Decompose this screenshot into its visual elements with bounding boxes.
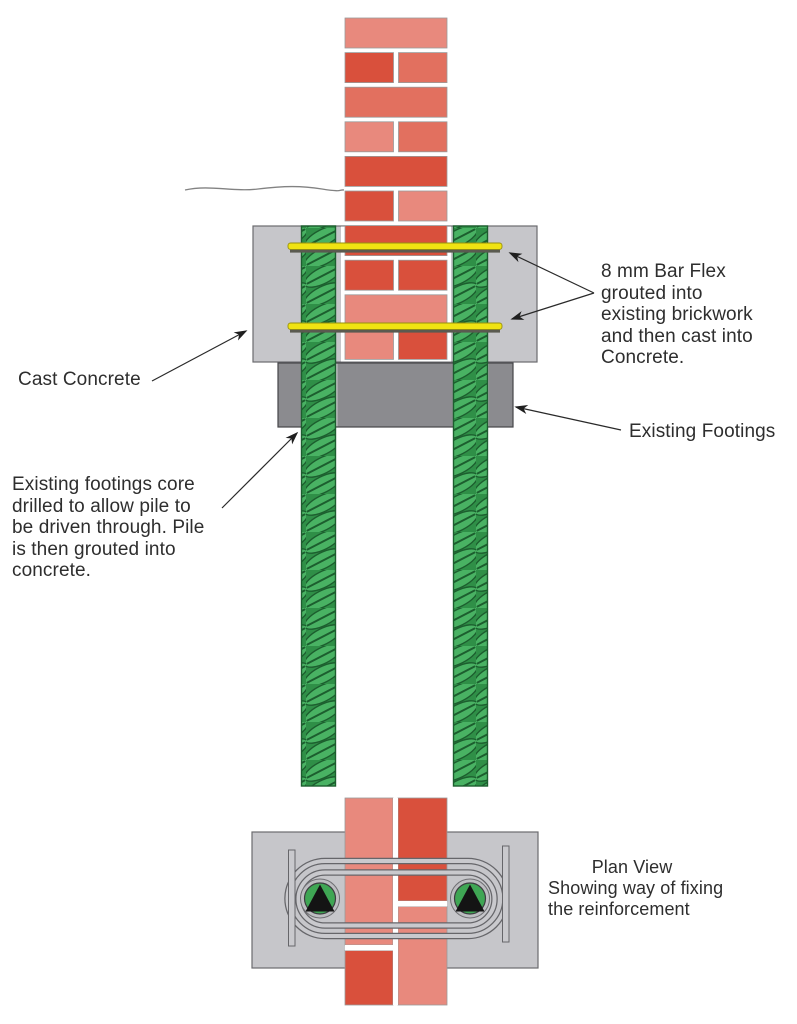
label-existing-footings: Existing Footings <box>629 421 775 443</box>
label-line: Existing footings core <box>12 474 195 495</box>
pile-marker-triangle <box>305 884 335 912</box>
label-line: the reinforcement <box>548 899 690 919</box>
label-line: is then grouted into <box>12 538 176 560</box>
label-core-drilled: Existing footings core drilled to allow … <box>12 474 204 582</box>
plan-view <box>251 797 539 1006</box>
arrow-bar-flex-top <box>508 252 595 294</box>
label-line: Plan View <box>548 857 753 878</box>
pile-marker-triangle <box>455 884 485 912</box>
pile-left <box>300 225 337 787</box>
label-line: Cast Concrete <box>18 369 141 390</box>
label-line: concrete. <box>12 560 92 581</box>
leader-arrows <box>151 252 622 509</box>
arrow-core-drilled <box>221 431 299 509</box>
arrow-bar-flex-bottom <box>510 292 595 320</box>
plan-mortar-joint-vertical <box>393 798 398 1005</box>
label-line: and then cast into <box>601 325 753 347</box>
bar-flex-top <box>287 242 503 250</box>
pile-right <box>452 225 489 787</box>
label-line: existing brickwork <box>601 304 753 325</box>
label-bar-flex: 8 mm Bar Flex grouted into existing bric… <box>601 261 753 369</box>
label-line: be driven through. Pile <box>12 517 205 538</box>
ground-line <box>184 185 345 192</box>
arrow-existing-footings <box>514 404 622 431</box>
bar-grout-slot-top <box>290 249 500 253</box>
label-line: Plan View <box>591 857 673 877</box>
arrow-cast-concrete <box>151 330 248 382</box>
elevation-view <box>151 17 622 787</box>
plan-pile-left <box>300 878 340 919</box>
label-cast-concrete: Cast Concrete <box>18 369 141 391</box>
bar-end-tick-right <box>502 845 510 943</box>
label-plan-view: Plan View Showing way of fixing the rein… <box>548 857 753 920</box>
label-line: 8 mm Bar Flex <box>601 261 726 282</box>
bar-end-tick-left <box>288 849 296 947</box>
bar-grout-slot-bottom <box>290 329 500 333</box>
label-line: drilled to allow pile to <box>12 495 191 517</box>
label-line: Concrete. <box>601 347 685 368</box>
plan-mortar-joint-right <box>398 901 447 907</box>
brick-wall-elevation <box>344 17 448 360</box>
plan-mortar-joint-left <box>345 945 393 951</box>
label-line: Existing Footings <box>629 421 776 442</box>
label-line: Showing way of fixing <box>548 878 724 898</box>
label-line: grouted into <box>601 282 703 304</box>
bar-flex-bottom <box>287 322 503 330</box>
plan-pile-right <box>450 878 490 919</box>
